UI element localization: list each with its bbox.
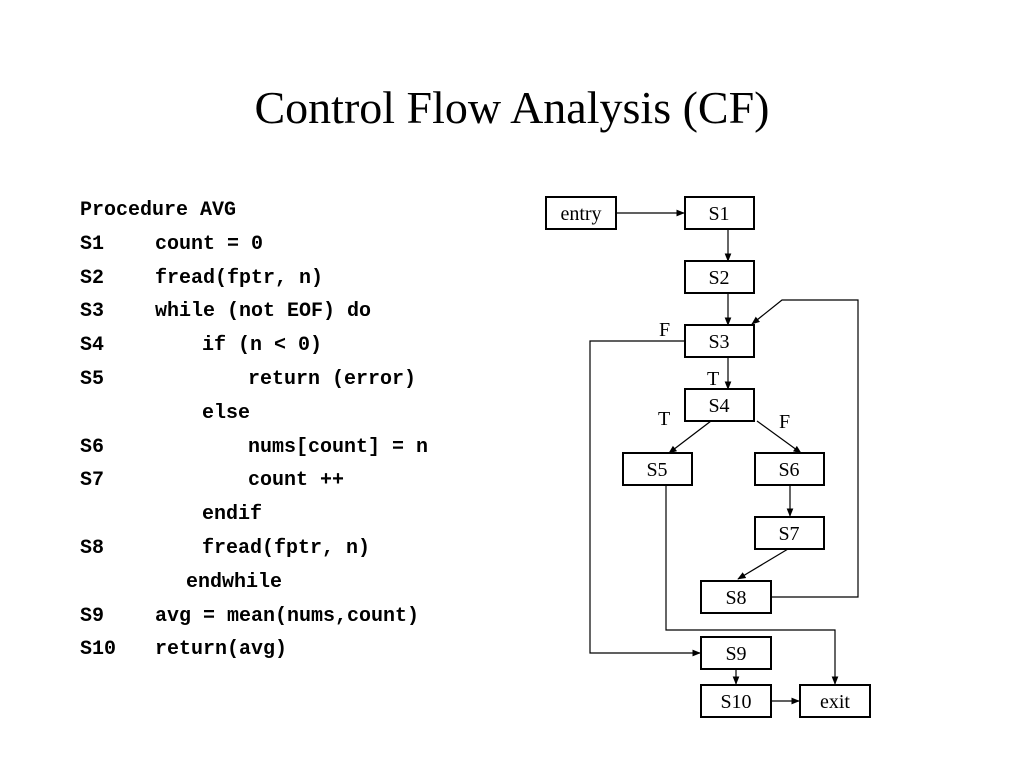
statement-text: nums[count] = n xyxy=(248,435,429,459)
statement-text: avg = mean(nums,count) xyxy=(155,604,420,628)
node-box xyxy=(700,636,772,670)
code-line: S3 while (not EOF) do xyxy=(80,295,371,329)
node-label: entry xyxy=(560,203,601,225)
node-box xyxy=(700,580,772,614)
node-s1: S1 xyxy=(684,196,755,230)
node-s2: S2 xyxy=(684,260,755,294)
node-label: S8 xyxy=(725,587,746,609)
statement-text: while (not EOF) do xyxy=(155,300,372,324)
statement-label: S8 xyxy=(80,536,105,560)
node-box xyxy=(799,684,871,718)
edge-label-s3-true: T xyxy=(707,368,719,390)
node-s6: S6 xyxy=(754,452,825,486)
statement-label: S9 xyxy=(80,604,105,628)
node-box xyxy=(754,452,825,486)
statement-label: S7 xyxy=(80,469,105,493)
node-entry: entry xyxy=(545,196,617,230)
code-line: endif xyxy=(80,498,262,532)
statement-label: S6 xyxy=(80,435,105,459)
node-s10: S10 xyxy=(700,684,772,718)
slide-title: Control Flow Analysis (CF) xyxy=(254,82,770,133)
node-s4: S4 xyxy=(684,388,755,422)
node-box xyxy=(684,324,755,358)
code-line: S6 nums[count] = n xyxy=(80,431,428,465)
statement-text: fread(fptr, n) xyxy=(202,536,371,560)
code-line: S4 if (n < 0) xyxy=(80,329,322,363)
code-listing: Procedure AVG S1 count = 0 S2 fread(fptr… xyxy=(80,194,428,667)
statement-text: if (n < 0) xyxy=(202,334,323,358)
edge-s4-s5 xyxy=(668,420,712,454)
node-box xyxy=(754,516,825,550)
node-label: S4 xyxy=(708,395,729,417)
statement-text: else xyxy=(202,401,251,425)
node-label: S6 xyxy=(778,459,799,481)
node-label: S7 xyxy=(778,523,799,545)
statement-label: S2 xyxy=(80,266,105,290)
code-header-line: Procedure AVG xyxy=(80,194,236,228)
code-line: S9 avg = mean(nums,count) xyxy=(80,600,419,634)
node-label: S2 xyxy=(708,267,729,289)
node-label: S5 xyxy=(646,459,667,481)
code-line: else xyxy=(80,397,250,431)
node-s5: S5 xyxy=(622,452,693,486)
code-line: S10 return(avg) xyxy=(80,633,287,667)
statement-text: return (error) xyxy=(248,367,417,391)
edge-s3-s9-false xyxy=(589,340,701,657)
node-s3: S3 xyxy=(684,324,755,358)
edge-label-s4-false: F xyxy=(779,411,790,433)
edge-label-s4-true: T xyxy=(658,408,670,430)
node-s9: S9 xyxy=(700,636,772,670)
code-line: S7 count ++ xyxy=(80,464,344,498)
graph-edges xyxy=(589,209,859,705)
statement-label: S4 xyxy=(80,334,105,358)
statement-label: S1 xyxy=(80,232,105,256)
statement-text: count ++ xyxy=(248,469,345,493)
edge-s7-s8 xyxy=(737,548,789,580)
node-box xyxy=(684,388,755,422)
node-box xyxy=(684,260,755,294)
node-box xyxy=(684,196,755,230)
node-s8: S8 xyxy=(700,580,772,614)
code-line: S1 count = 0 xyxy=(80,228,263,262)
code-header: Procedure AVG xyxy=(80,199,237,222)
node-exit: exit xyxy=(799,684,871,718)
node-box xyxy=(545,196,617,230)
statement-label: S5 xyxy=(80,367,105,391)
code-line: S5 return (error) xyxy=(80,363,416,397)
node-label: S1 xyxy=(708,203,729,225)
statement-label: S3 xyxy=(80,300,105,324)
node-label: S10 xyxy=(720,691,751,713)
node-box xyxy=(622,452,693,486)
statement-label: S10 xyxy=(80,638,117,662)
node-label: exit xyxy=(820,691,850,713)
edge-s4-s6 xyxy=(756,420,802,454)
edge-s8-s3-loop xyxy=(751,299,859,598)
statement-text: count = 0 xyxy=(155,232,264,256)
statement-text: return(avg) xyxy=(155,638,288,662)
node-box xyxy=(700,684,772,718)
node-s7: S7 xyxy=(754,516,825,550)
code-line: S8 fread(fptr, n) xyxy=(80,532,370,566)
statement-text: endif xyxy=(202,503,263,527)
node-label: S3 xyxy=(708,331,729,353)
code-line: endwhile xyxy=(80,566,282,600)
code-line: S2 fread(fptr, n) xyxy=(80,262,323,296)
node-label: S9 xyxy=(725,643,746,665)
edge-s5-exit xyxy=(665,485,839,685)
statement-text: endwhile xyxy=(186,570,283,594)
statement-text: fread(fptr, n) xyxy=(155,266,324,290)
edge-label-s3-false: F xyxy=(659,319,670,341)
